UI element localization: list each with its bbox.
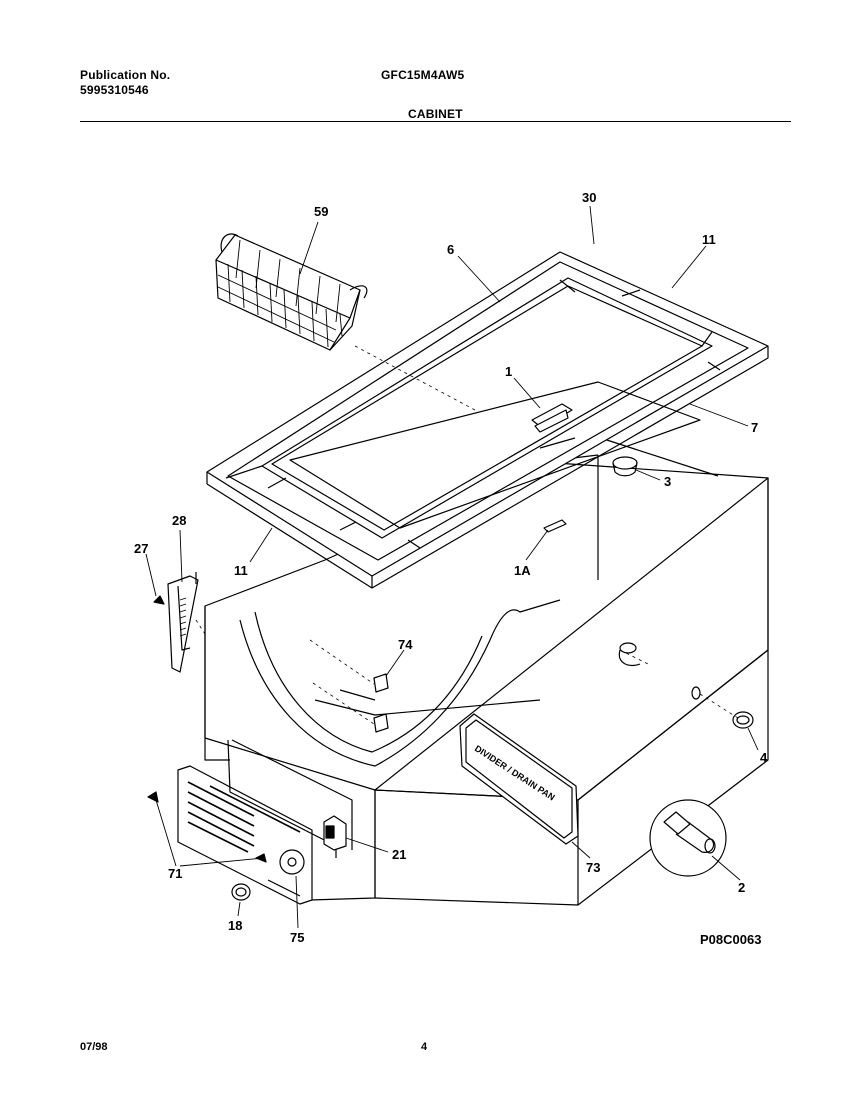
part-number-labels: 59 30 6 11 1 7 3 28 27 11 1A 74 4 73 21 … (134, 190, 768, 945)
header-divider (80, 121, 791, 122)
lid-panel (289, 381, 701, 529)
publication-label: Publication No. (80, 68, 171, 82)
cabinet-body (204, 429, 769, 906)
part-label-28: 28 (172, 513, 186, 528)
part-label-21: 21 (392, 847, 406, 862)
part-label-1a: 1A (514, 563, 531, 578)
part-label-74: 74 (398, 637, 413, 652)
part-label-73: 73 (586, 860, 600, 875)
part-label-27: 27 (134, 541, 148, 556)
part-label-75: 75 (290, 930, 304, 945)
part-label-59: 59 (314, 204, 328, 219)
defrost-switch (323, 815, 347, 851)
part-label-4: 4 (760, 750, 768, 765)
part-label-11-top: 11 (702, 232, 716, 247)
kick-grille (177, 765, 313, 905)
cabinet-plug (612, 456, 638, 477)
part-label-71: 71 (168, 866, 182, 881)
part-label-1: 1 (505, 364, 512, 379)
part-label-18: 18 (228, 918, 242, 933)
part-label-2: 2 (738, 880, 745, 895)
drain-fitting (618, 642, 701, 700)
part-label-7: 7 (751, 420, 758, 435)
footer-date: 07/98 (80, 1041, 108, 1053)
model-number: GFC15M4AW5 (381, 68, 465, 82)
part-label-11-bottom: 11 (234, 563, 248, 578)
drain-tube-detail (649, 799, 727, 877)
grille-grommet (231, 883, 251, 901)
grille-mounting-bracket (227, 739, 353, 858)
drawing-code: P08C0063 (700, 932, 762, 947)
drain-cap (732, 711, 754, 729)
assembly-guide-lines (195, 345, 739, 725)
page-number: 4 (421, 1041, 428, 1053)
wire-basket (215, 233, 368, 351)
lid-latch-tab (543, 519, 567, 533)
publication-number: 5995310546 (80, 83, 149, 97)
leader-lines (145, 205, 759, 929)
part-label-30: 30 (582, 190, 596, 205)
lid-hinge (167, 572, 199, 673)
divider-drain-pan-plate (459, 713, 579, 845)
cabinet-clips (373, 673, 389, 733)
part-label-6: 6 (447, 242, 454, 257)
hinge-screw (153, 595, 165, 605)
part-label-3: 3 (664, 474, 671, 489)
lid-handle (531, 403, 573, 433)
section-title: CABINET (408, 107, 463, 121)
